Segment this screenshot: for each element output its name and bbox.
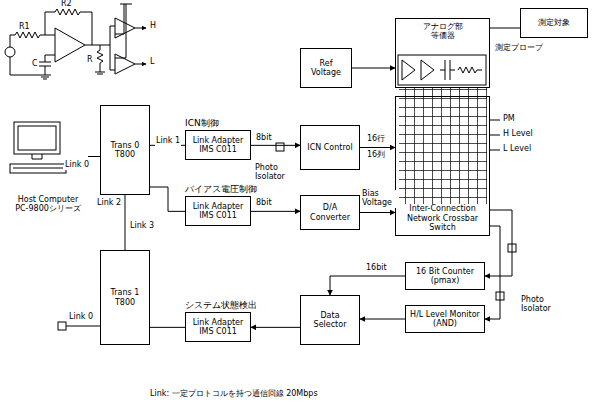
computer-icon [10,122,66,173]
analog-block: アナログ部等価器 [395,18,490,88]
transputer-box: Trans 1 T800 [100,250,150,345]
section-heading: システム状態検出 [185,300,251,310]
signal-label: Photo Isolator [254,164,300,182]
signal-label: R [86,56,94,65]
signal-label: Link 0 [64,161,90,170]
connector [125,195,126,250]
monitor-box: H/L Level Monitor (AND) [405,305,485,333]
signal-label: PM [502,115,516,124]
box-text: 等価器 [430,31,456,40]
signal-label: H [149,22,157,31]
signal-label: 8bit [255,199,273,208]
box-text: H/L Level Monitor (AND) [409,310,481,328]
signal-label: 16bit [365,264,388,273]
box-text: D/A Converter [304,203,356,221]
connector [490,28,520,29]
signal-label: Link 3 [129,222,155,231]
adapter-frame: Link Adapter IMS C011 [185,312,251,342]
counter-box: 16 Bit Counter (pmax) [405,262,485,290]
section-heading: バイアス電圧制御 [185,184,251,194]
connector [251,327,300,328]
connector [330,276,405,295]
signal-label: R2 [60,0,73,9]
section-heading: ICN制御 [185,118,251,128]
box-text: Inter-Connection Network Crossbar Switch [399,204,486,232]
box-text: Trans 0 T800 [104,141,146,159]
box-text: Trans 1 T800 [104,288,146,306]
connector [150,187,185,211]
signal-label: Bias Voltage [361,190,397,208]
signal-wires [58,120,516,330]
reference-box: Ref Voltage [300,48,352,88]
signal-label: H Level [502,130,534,139]
adapter-frame: Link Adapter IMS C011 [185,196,251,226]
signal-label: R1 [18,23,31,32]
connector [352,68,395,69]
converter-box: D/A Converter [300,195,360,230]
box-text: Host Computer [18,195,79,204]
connector [251,145,300,146]
connector [360,319,405,320]
connector [251,211,300,212]
link-adapter: バイアス電圧制御 Link Adapter IMS C011 [185,184,251,226]
control-box: ICN Control [300,125,360,170]
box-text: Link Adapter IMS C011 [189,202,247,220]
adapter-frame: Link Adapter IMS C011 [185,130,251,160]
box-text: Link Adapter IMS C011 [189,136,247,154]
signal-label: L Level [502,145,532,154]
signal-label: Photo Isolator [520,296,572,314]
box-text: 測定対象 [538,18,570,27]
crossbar-switch: Inter-Connection Network Crossbar Switch [395,96,490,236]
connector [485,226,500,319]
caption: Link: 一定プロトコルを持つ通信回線 20Mbps [150,388,318,399]
box-text: アナログ部 [422,22,464,31]
target-box: 測定対象 [520,8,588,38]
connector [88,156,100,157]
box-text: PC-9800シリーズ [15,204,81,213]
signal-label: 16列 [366,151,386,160]
link-adapter: ICN制御 Link Adapter IMS C011 [185,118,251,160]
box-text: Link Adapter IMS C011 [189,318,247,336]
signal-label: 16行 [366,135,386,144]
signal-label: Link 0 [68,313,94,322]
box-text: Ref Voltage [304,59,348,77]
signal-label: Link 2 [96,199,122,208]
connector [150,327,185,328]
connector [360,212,395,213]
signal-label: L [149,58,155,67]
connector [360,147,395,148]
box-text: Data Selector [304,311,356,329]
signal-label: 8bit [255,134,273,143]
crossbar-grid [399,88,487,204]
selector-box: Data Selector [300,295,360,345]
link-adapter: システム状態検出 Link Adapter IMS C011 [185,300,251,342]
signal-label: Link 1 [155,137,181,146]
box-text: ICN Control [307,143,352,152]
analog-symbols [398,55,486,85]
filter-circuit [5,4,146,79]
signal-label: 測定プローブ [494,44,544,53]
transputer-box: Trans 0 T800 [100,105,150,195]
signal-label: C [31,60,39,69]
box-text: 16 Bit Counter (pmax) [409,267,481,285]
